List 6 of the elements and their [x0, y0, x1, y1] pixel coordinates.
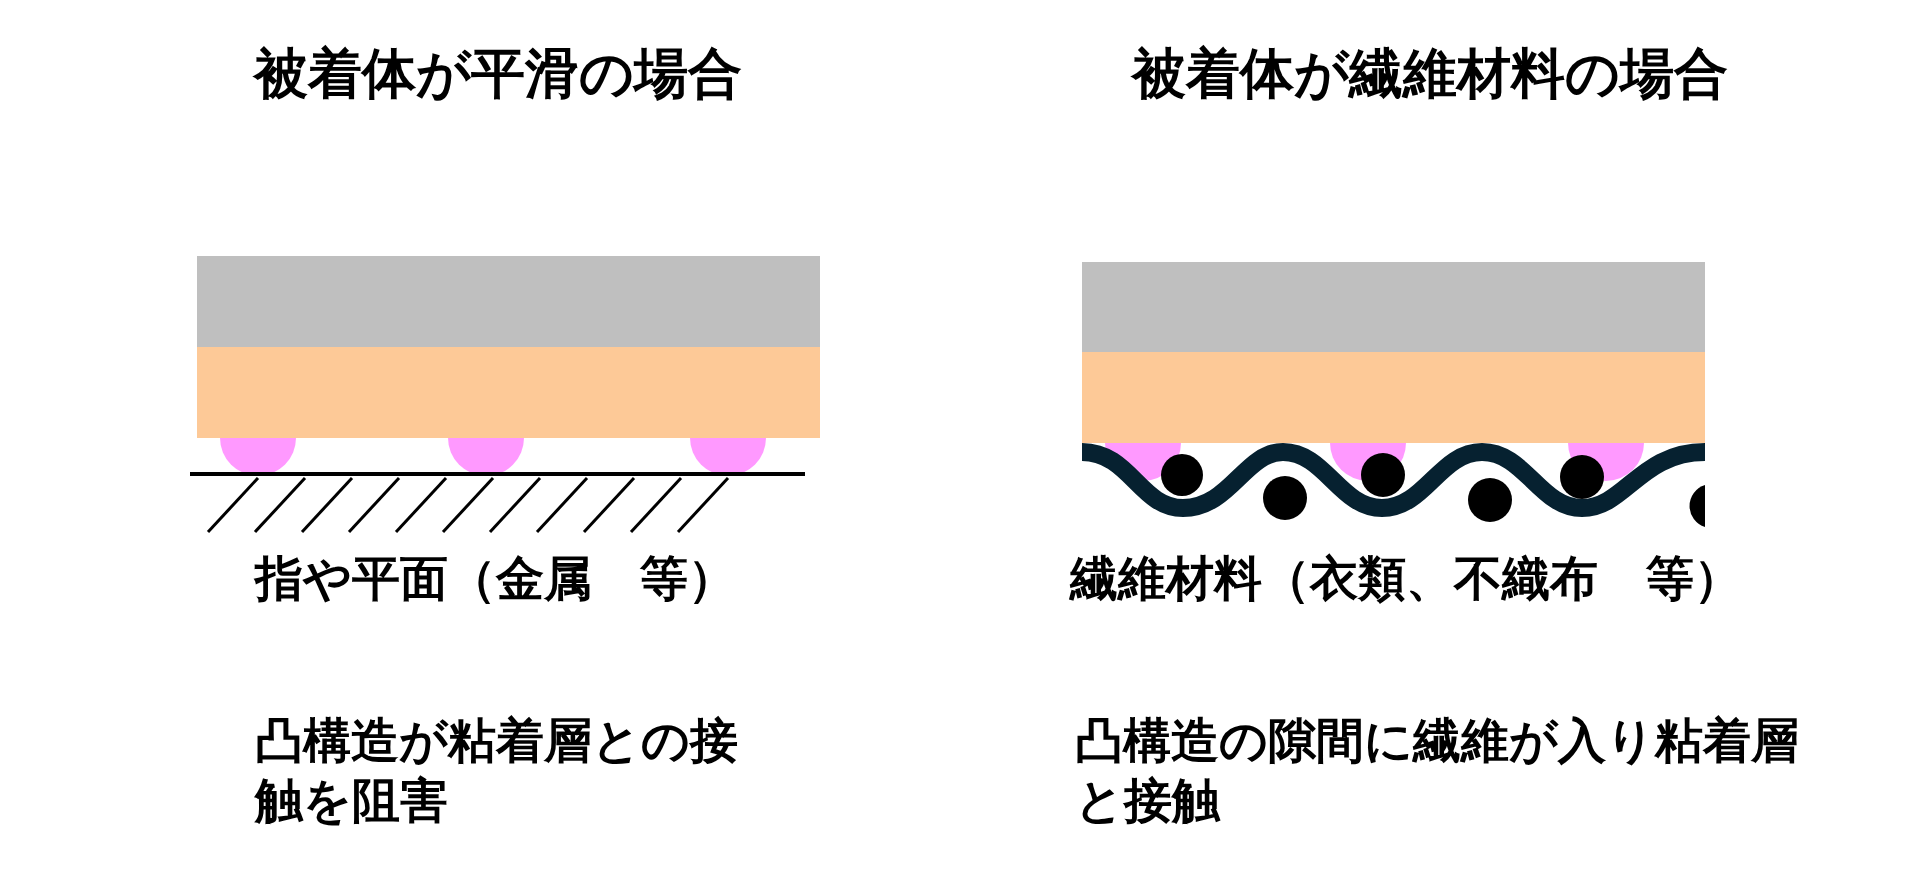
- surface-label: 繊維材料（衣類、不織布 等）: [1070, 549, 1743, 608]
- heading: 被着体が平滑の場合: [251, 41, 743, 107]
- explanation-text: 凸構造の隙間に繊維が入り粘着層と接触: [1075, 711, 1800, 830]
- explanation-text: 凸構造が粘着層との接触を阻害: [255, 711, 739, 830]
- heading: 被着体が繊維材料の場合: [1129, 41, 1729, 107]
- surface-label: 指や平面（金属 等）: [255, 549, 737, 608]
